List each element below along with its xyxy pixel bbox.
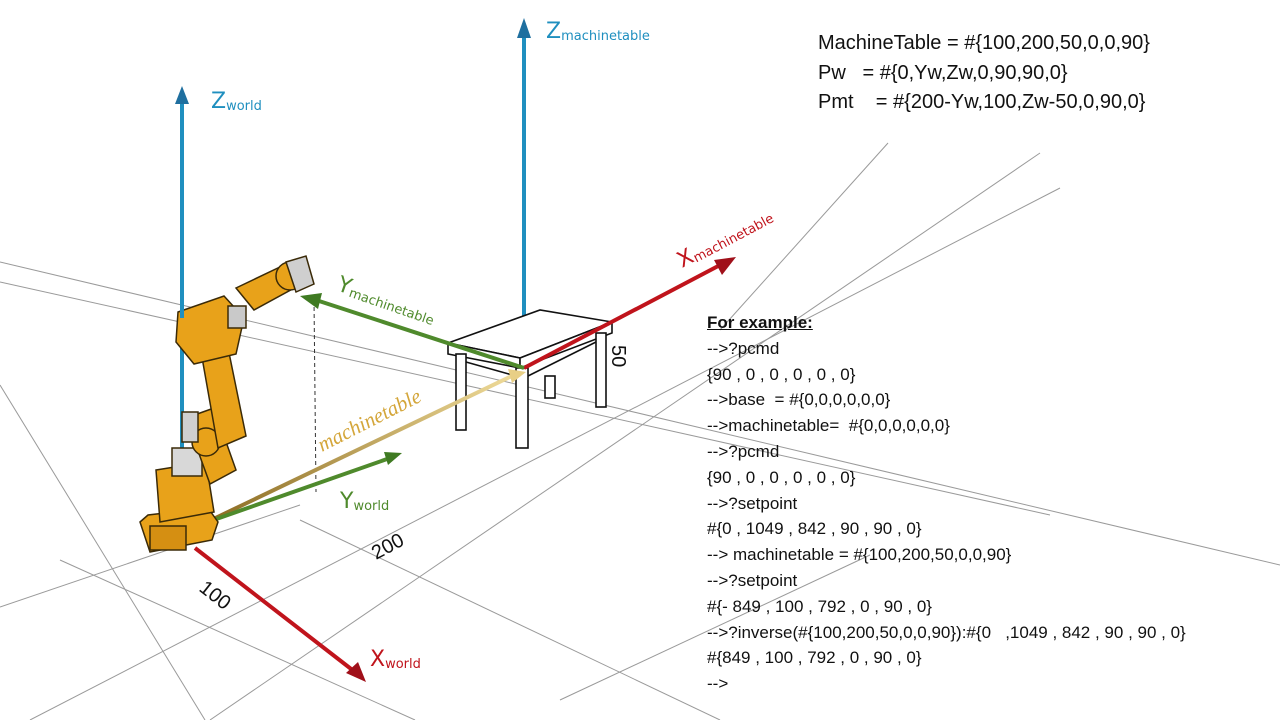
perspective-grid xyxy=(0,142,1280,720)
console-line: -->?setpoint xyxy=(707,570,798,590)
console-line: --> xyxy=(707,674,729,694)
dimension-100: 100 xyxy=(195,577,235,615)
grid-line xyxy=(59,559,416,720)
robot-base-block xyxy=(149,525,187,551)
robot-cable-box xyxy=(181,411,199,443)
x-world-label: Xworld xyxy=(370,647,421,672)
x-machinetable-axis xyxy=(523,257,736,370)
grid-line xyxy=(209,152,1041,720)
y-machinetable-axis xyxy=(300,293,525,370)
console-line: -->?pcmd xyxy=(707,338,780,358)
console-line: -->?setpoint xyxy=(707,493,798,513)
table-leg xyxy=(455,353,467,431)
console-line: {90 , 0 , 0 , 0 , 0 , 0} xyxy=(707,364,856,384)
table-leg xyxy=(544,375,556,399)
z-machinetable-label: Zmachinetable xyxy=(546,19,650,44)
robot-wrist-motor xyxy=(227,305,247,329)
machinetable-vector xyxy=(204,369,526,525)
table-rail xyxy=(465,361,517,377)
y-world-axis xyxy=(204,452,402,525)
robot-flange xyxy=(285,255,315,294)
table-leg xyxy=(515,367,529,449)
z-machinetable-axis xyxy=(517,18,531,368)
equation-machinetable: MachineTable = #{100,200,50,0,0,90} xyxy=(818,32,1150,54)
equation-pmt: Pmt = #{200-Yw,100,Zw-50,0,90,0} xyxy=(818,91,1146,113)
table-leg xyxy=(595,332,607,408)
console-heading: For example: xyxy=(707,313,813,332)
dimension-200: 200 xyxy=(368,529,408,564)
grid-line xyxy=(0,504,301,608)
dimension-50: 50 xyxy=(607,345,629,367)
console-line: -->?pcmd xyxy=(707,441,780,461)
y-machinetable-label: Ymachinetable xyxy=(333,272,439,329)
y-world-label: Yworld xyxy=(339,489,389,514)
grid-line xyxy=(0,384,206,720)
console-line: #{- 849 , 100 , 792 , 0 , 90 , 0} xyxy=(707,596,932,616)
x-world-axis xyxy=(193,546,366,682)
grid-line xyxy=(719,142,889,331)
grid-line xyxy=(299,519,721,720)
console-line: #{849 , 100 , 792 , 0 , 90 , 0} xyxy=(707,648,922,668)
z-world-label: Zworld xyxy=(211,89,262,114)
console-line: {90 , 0 , 0 , 0 , 0 , 0} xyxy=(707,467,856,487)
equation-pw: Pw = #{0,Yw,Zw,0,90,90,0} xyxy=(818,62,1068,84)
console-line: --> machinetable = #{100,200,50,0,0,90} xyxy=(707,545,1012,565)
machine-table xyxy=(445,309,615,449)
console-example: For example: -->?pcmd {90 , 0 , 0 , 0 , … xyxy=(707,310,1186,697)
grid-line xyxy=(559,554,871,701)
console-line: -->?inverse(#{100,200,50,0,0,90}):#{0 ,1… xyxy=(707,622,1186,642)
console-line: #{0 , 1049 , 842 , 90 , 90 , 0} xyxy=(707,519,922,539)
grid-line xyxy=(29,187,1061,720)
table-rail xyxy=(527,341,597,377)
console-line: -->machinetable= #{0,0,0,0,0,0} xyxy=(707,416,950,436)
console-line: -->base = #{0,0,0,0,0,0} xyxy=(707,390,891,410)
robot-arm xyxy=(139,255,315,553)
robot-shoulder xyxy=(175,295,245,365)
projection-dashed-line xyxy=(313,299,317,493)
